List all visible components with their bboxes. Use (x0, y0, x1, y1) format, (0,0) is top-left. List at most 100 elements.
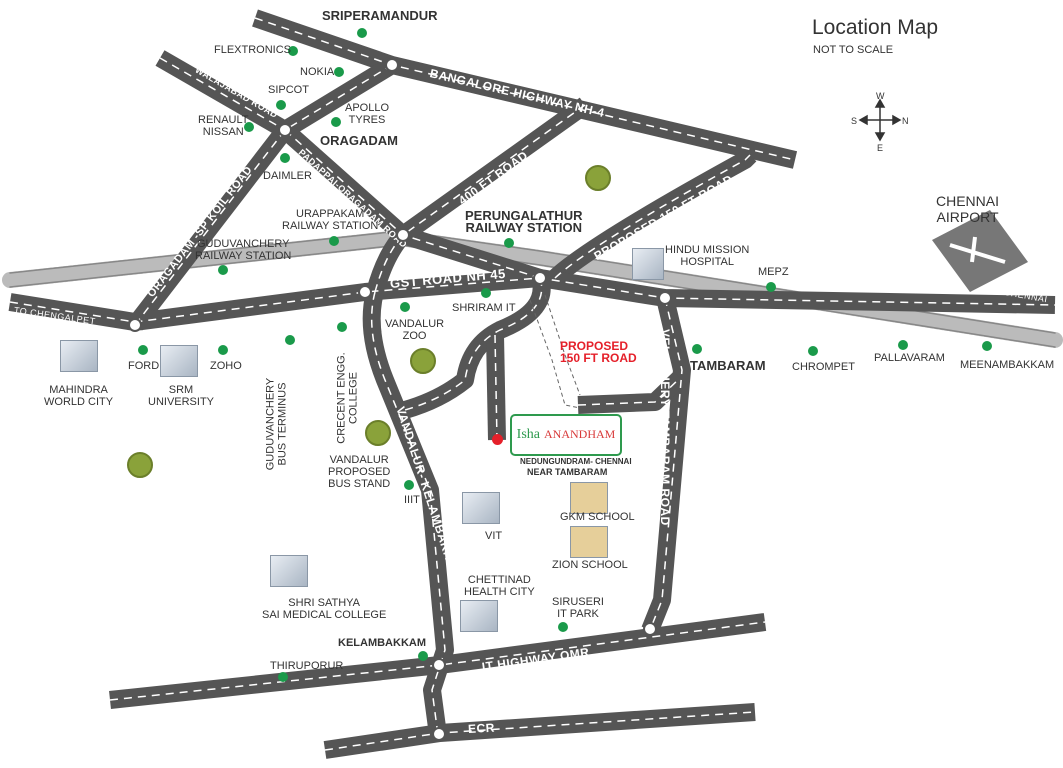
landmark-dot (481, 288, 491, 298)
compass-w: W (876, 91, 885, 101)
junction (432, 727, 446, 741)
junction (533, 271, 547, 285)
place-mahindra: MAHINDRA WORLD CITY (44, 384, 114, 408)
landmark-dot (331, 117, 341, 127)
junction (358, 285, 372, 299)
place-iiit: IIIT (404, 494, 420, 506)
landmark-dot (766, 282, 776, 292)
place-crecent: CRECENT ENGG. COLLEGE (335, 352, 360, 444)
project-location: NEDUNGUNDRAM- CHENNAI (520, 457, 632, 466)
place-siruseri: SIRUSERI IT PARK (552, 596, 604, 620)
place-chettinad: CHETTINAD HEALTH CITY (464, 574, 535, 598)
zoo-loop (402, 275, 551, 419)
landmark-dot (218, 345, 228, 355)
place-flextronics: FLEXTRONICS (214, 44, 292, 56)
place-urappakam: URAPPAKAM RAILWAY STATION (282, 208, 379, 232)
landmark-dot (400, 302, 410, 312)
place-vandalur-bus: VANDALUR PROPOSED BUS STAND (328, 454, 391, 490)
landmark-dot (218, 265, 228, 275)
landmark-dot (404, 480, 414, 490)
place-srm: SRM UNIVERSITY (148, 384, 215, 408)
junction (128, 318, 142, 332)
hospital-icon (460, 600, 498, 632)
place-sipcot: SIPCOT (268, 84, 309, 96)
landmark-dot (357, 28, 367, 38)
landmark-dot (276, 100, 286, 110)
proposed-road-dashed (529, 294, 581, 409)
compass-s: S (851, 116, 858, 126)
landmark-dot (504, 238, 514, 248)
landmark-dot (329, 236, 339, 246)
building-icon (60, 340, 98, 372)
tree-icon (127, 452, 153, 478)
landmark-dot (278, 672, 288, 682)
place-guduvanchery-bt: GUDUVANCHERY BUS TERMINUS (264, 377, 289, 471)
compass-n: N (902, 116, 909, 126)
landmark-dot (418, 651, 428, 661)
landmark-dot (692, 344, 702, 354)
place-guduvanchery-rs: GUDUVANCHERY RAILWAY STATION (195, 238, 292, 262)
junction (658, 291, 672, 305)
landmark-dot (808, 346, 818, 356)
place-hindu-mission: HINDU MISSION HOSPITAL (665, 244, 750, 268)
school-icon (570, 526, 608, 558)
place-zoho: ZOHO (210, 360, 242, 372)
compass (858, 98, 902, 142)
tree-icon (410, 348, 436, 374)
place-zion: ZION SCHOOL (552, 559, 628, 571)
map-title: Location Map (812, 16, 939, 39)
place-gkm: GKM SCHOOL (560, 511, 635, 523)
school-icon (570, 482, 608, 514)
landmark-dot (334, 67, 344, 77)
site-marker[interactable] (492, 434, 503, 445)
place-chrompet: CHROMPET (792, 361, 855, 373)
place-mepz: MEPZ (758, 266, 789, 278)
place-ford: FORD (128, 360, 160, 372)
hospital-icon (632, 248, 664, 280)
place-sathya: SHRI SATHYA SAI MEDICAL COLLEGE (262, 597, 387, 621)
project-name-1: Isha (516, 427, 540, 442)
place-apollo: APOLLO TYRES (345, 102, 390, 126)
place-kelambakkam: KELAMBAKKAM (338, 637, 426, 649)
place-oragadam: ORAGADAM (320, 133, 398, 148)
junction (643, 622, 657, 636)
project-name-2: ANANDHAM (543, 427, 616, 441)
landmark-dot (280, 153, 290, 163)
place-thiruporur: THIRUPORUR (270, 660, 344, 672)
landmark-dot (138, 345, 148, 355)
place-airport: CHENNAI AIRPORT (936, 193, 1000, 225)
place-vandalur-zoo: VANDALUR ZOO (385, 318, 445, 342)
airport-icon (932, 210, 1028, 292)
building-icon (270, 555, 308, 587)
place-meenambakkam: MEENAMBAKKAM (960, 359, 1055, 371)
landmark-dot (558, 622, 568, 632)
landmark-dot (288, 46, 298, 56)
place-nokia: NOKIA (300, 66, 335, 78)
landmark-dot (982, 341, 992, 351)
map-subtitle: NOT TO SCALE (813, 44, 894, 56)
place-pallavaram: PALLAVARAM (874, 352, 945, 364)
project-logo[interactable]: Isha ANANDHAM (510, 414, 622, 456)
landmark-dot (898, 340, 908, 350)
place-vit: VIT (485, 530, 503, 542)
junction (278, 123, 292, 137)
junction (396, 228, 410, 242)
tree-icon (585, 165, 611, 191)
place-tambaram: TAMBARAM (690, 358, 766, 373)
junction (432, 658, 446, 672)
place-perungalathur: PERUNGALATHUR RAILWAY STATION (465, 208, 583, 235)
compass-e: E (877, 143, 884, 153)
building-icon (462, 492, 500, 524)
project-near: NEAR TAMBARAM (527, 467, 608, 477)
building-icon (160, 345, 198, 377)
place-sriperamandur: SRIPERAMANDUR (322, 8, 438, 23)
landmark-dot (337, 322, 347, 332)
landmark-dot (285, 335, 295, 345)
place-renault: RENAULT NISSAN (198, 114, 249, 138)
place-daimler: DAIMLER (263, 170, 312, 182)
ecr (323, 703, 756, 759)
landmark-dot (244, 122, 254, 132)
proposed-road-label: PROPOSED 150 FT ROAD (560, 339, 637, 365)
